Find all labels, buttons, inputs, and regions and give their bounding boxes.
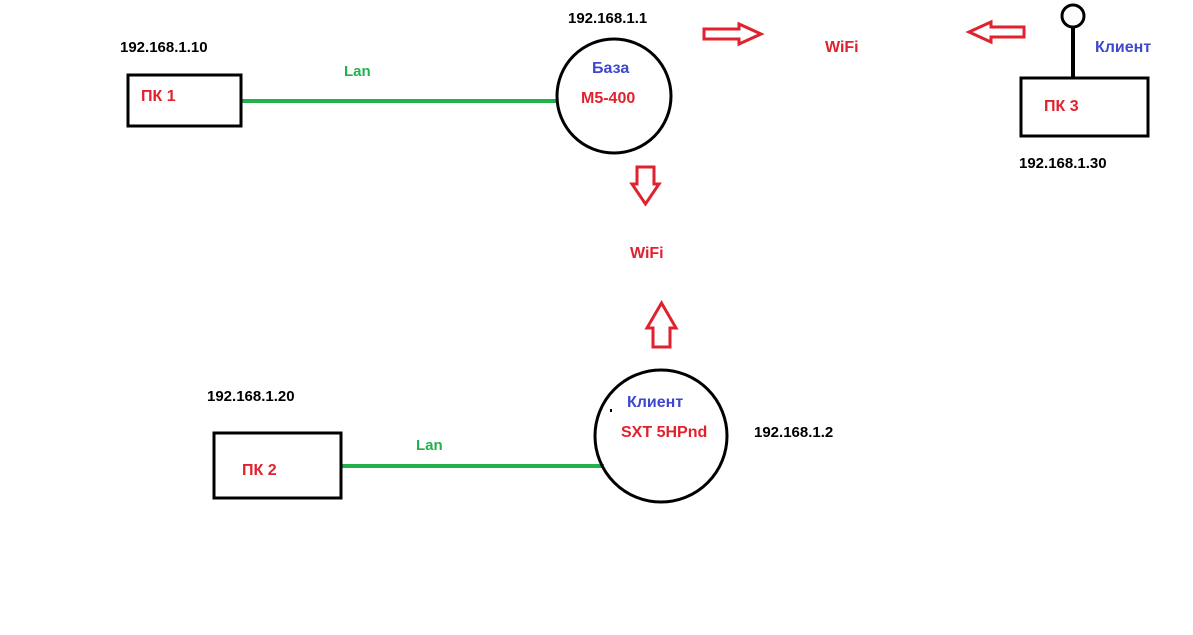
pc3-ip: 192.168.1.30 <box>1019 155 1107 172</box>
pc3-antenna-icon <box>1060 3 1086 29</box>
arrow-left-icon <box>965 19 1026 45</box>
client-ip: 192.168.1.2 <box>754 424 833 441</box>
arrow-down-icon <box>629 165 662 207</box>
pc3-role-label: Клиент <box>1095 39 1151 56</box>
stray-dot <box>610 409 612 412</box>
wifi-top-label: WiFi <box>825 39 859 56</box>
lan-top-label: Lan <box>344 63 371 80</box>
client-role-label: Клиент <box>627 394 683 411</box>
base-role-label: База <box>592 60 629 77</box>
pc3-box <box>1019 76 1150 138</box>
pc1-box <box>126 73 243 128</box>
arrow-right-icon <box>702 21 765 47</box>
lan-bottom-label: Lan <box>416 437 443 454</box>
pc3-label: ПК 3 <box>1044 98 1079 115</box>
pc2-ip: 192.168.1.20 <box>207 388 295 405</box>
wifi-middle-label: WiFi <box>630 245 664 262</box>
pc2-box <box>212 431 343 500</box>
pc2-label: ПК 2 <box>242 462 277 479</box>
base-ip: 192.168.1.1 <box>568 10 647 27</box>
base-device-circle <box>555 37 673 155</box>
pc1-label: ПК 1 <box>141 88 176 105</box>
client-model-label: SXT 5HPnd <box>621 424 707 441</box>
pc1-ip: 192.168.1.10 <box>120 39 208 56</box>
client-device-circle <box>593 368 729 504</box>
arrow-up-icon <box>644 300 679 349</box>
base-model-label: M5-400 <box>581 90 635 107</box>
